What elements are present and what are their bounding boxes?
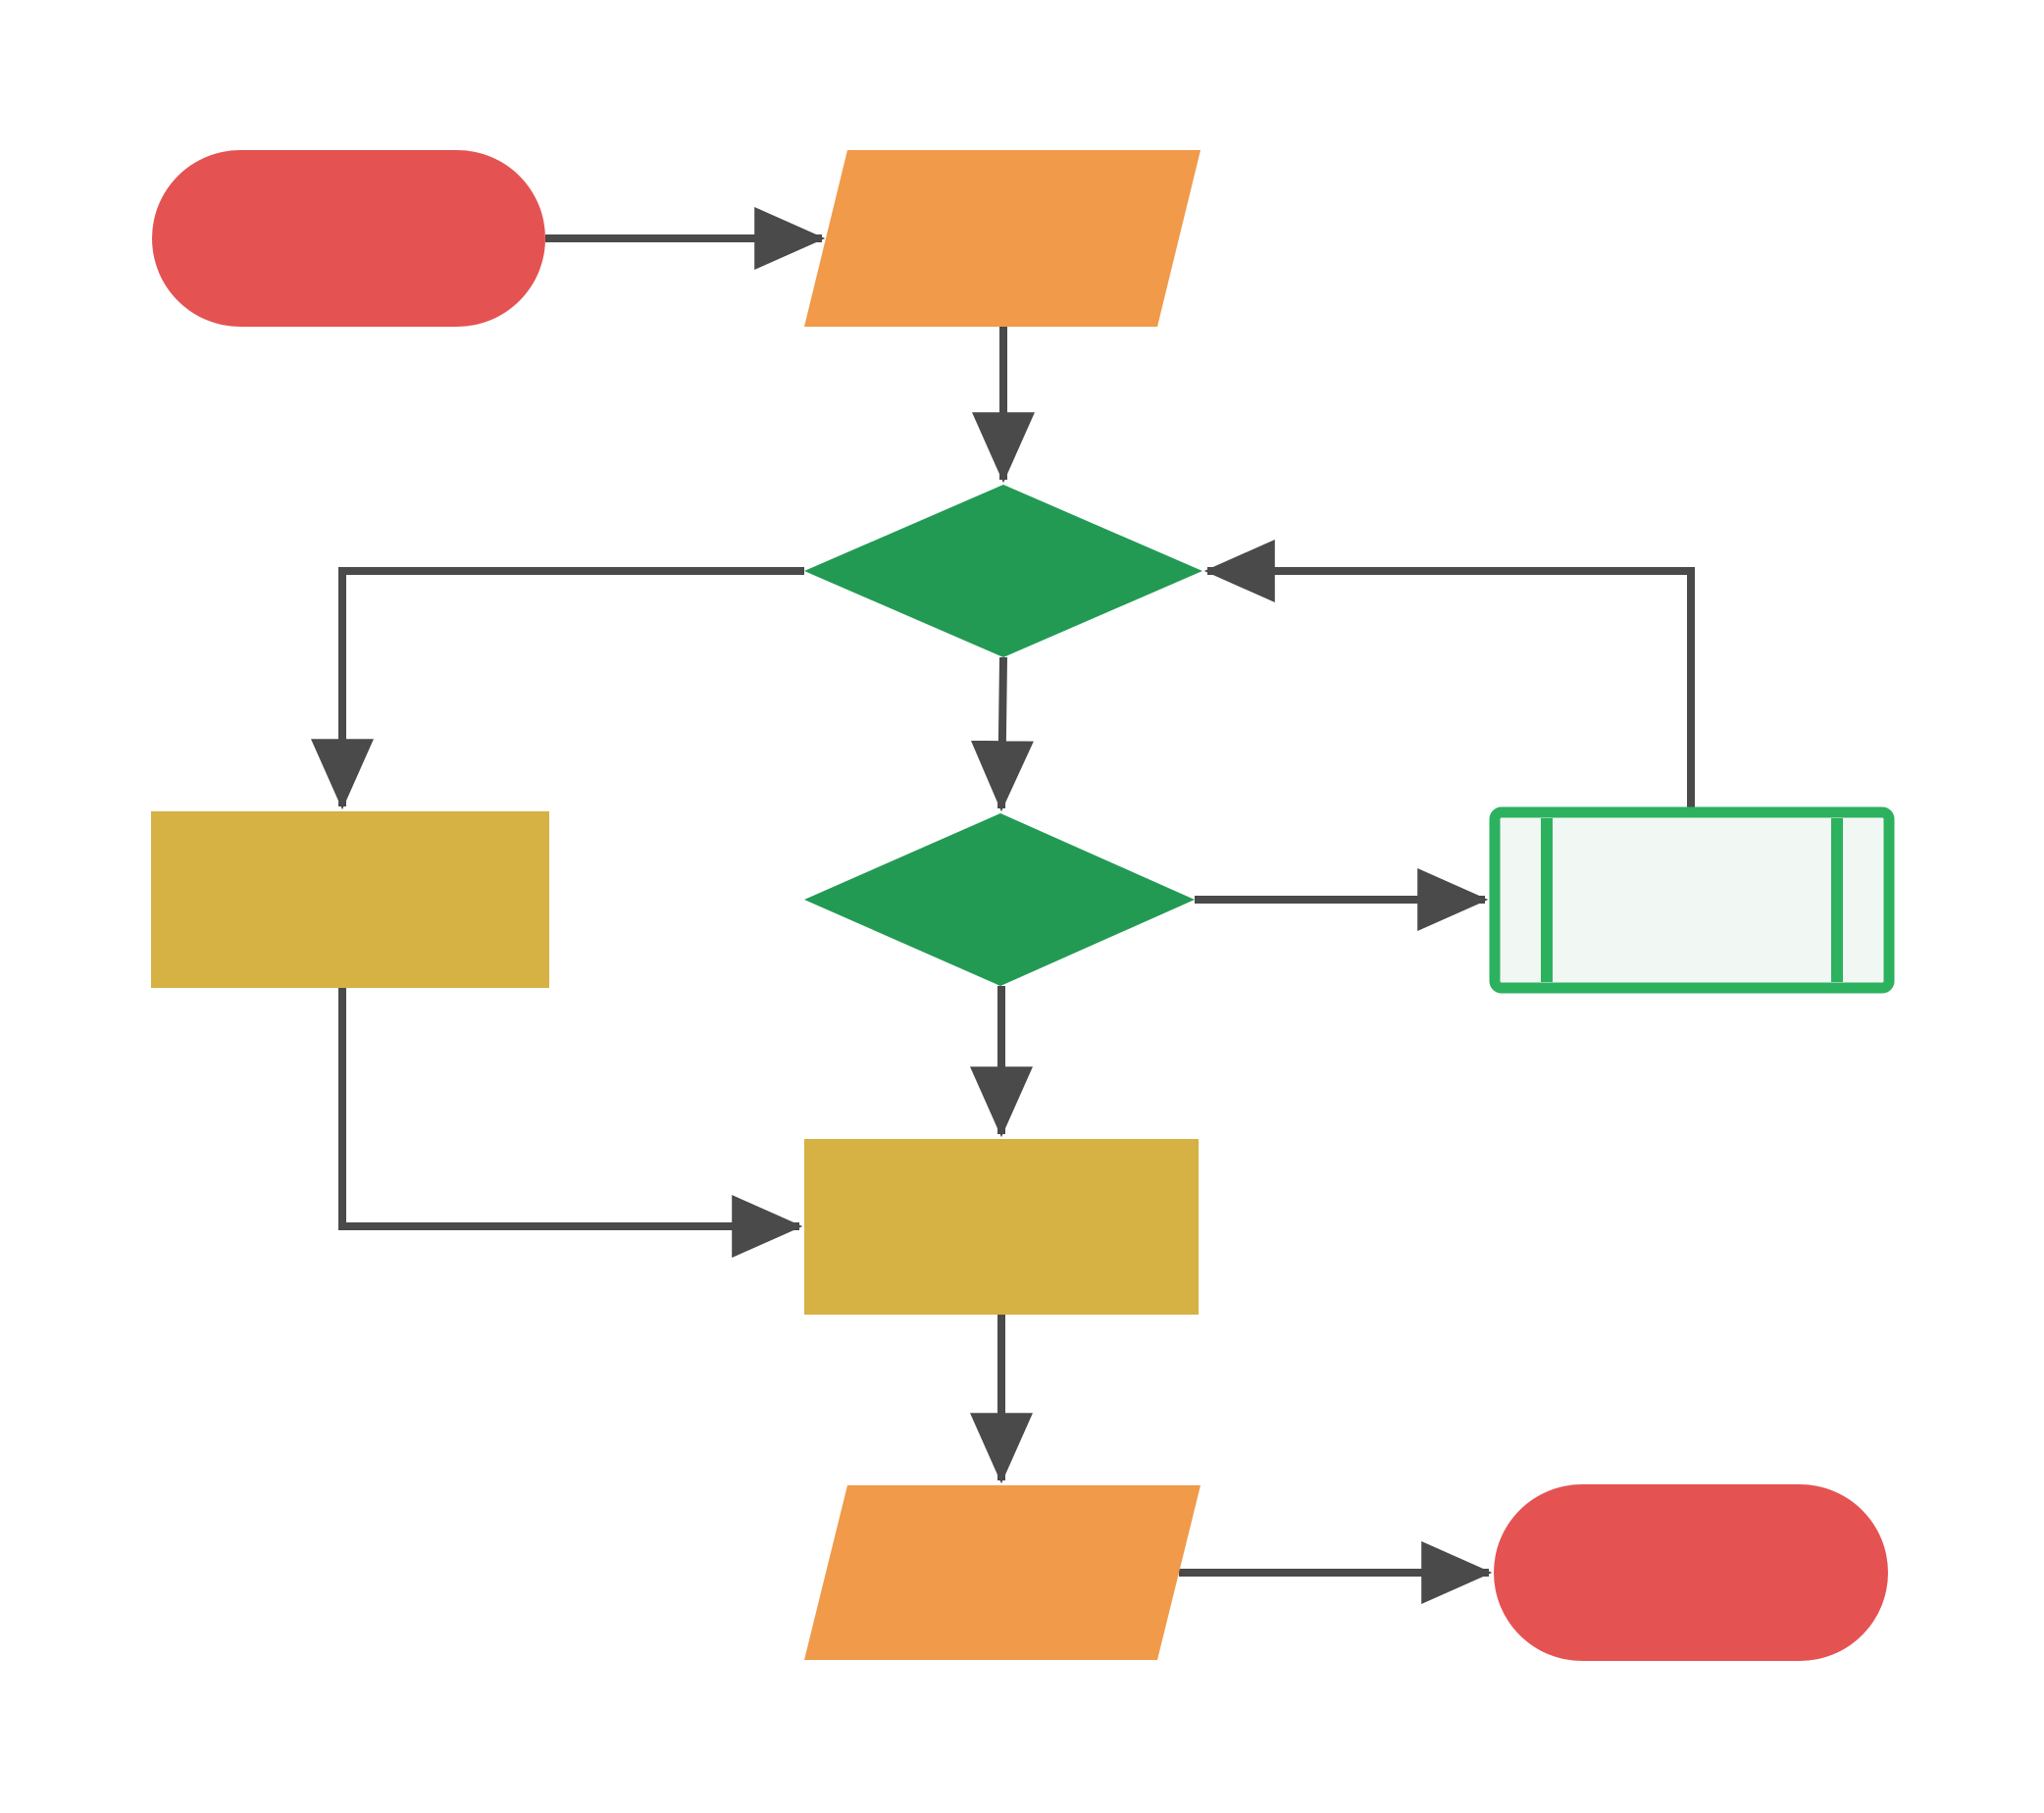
end-shape[interactable] (1494, 1484, 1888, 1661)
decision-2-shape[interactable] (804, 813, 1195, 986)
edge-decision-1-to-decision-2[interactable] (970, 656, 1034, 812)
node-subroutine[interactable] (1489, 806, 1895, 994)
node-process-left[interactable] (151, 811, 549, 988)
input-shape[interactable] (804, 150, 1201, 327)
process-left-shape[interactable] (151, 811, 549, 988)
decision-1-shape[interactable] (804, 485, 1202, 657)
node-decision-2[interactable] (804, 813, 1195, 986)
node-layer (151, 150, 1895, 1661)
node-process-center[interactable] (804, 1139, 1199, 1315)
edge-process-left-to-process-center[interactable] (338, 988, 803, 1258)
subroutine-shape[interactable] (1489, 806, 1895, 994)
edge-subroutine-to-decision-1[interactable] (1203, 540, 1695, 807)
node-output[interactable] (804, 1485, 1201, 1660)
node-decision-1[interactable] (804, 485, 1202, 657)
node-end[interactable] (1494, 1484, 1888, 1661)
process-center-shape[interactable] (804, 1139, 1199, 1315)
edge-decision-1-to-process-left[interactable] (311, 567, 804, 810)
node-start[interactable] (152, 150, 545, 327)
node-input[interactable] (804, 150, 1201, 327)
edge-layer (311, 207, 1695, 1604)
output-shape[interactable] (804, 1485, 1201, 1660)
start-shape[interactable] (152, 150, 545, 327)
